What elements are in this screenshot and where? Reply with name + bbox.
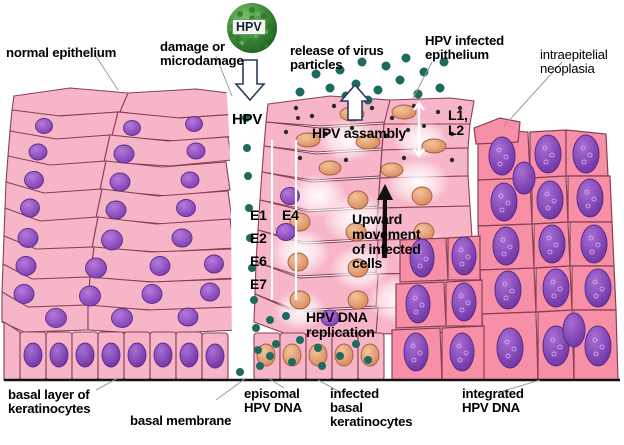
- label-capsid-genes: L1, L2: [448, 107, 468, 138]
- label-upward-movement: Upward movement of infected cells: [352, 211, 421, 272]
- label-hpv-assembly: HPV assambly: [312, 125, 407, 141]
- label-episomal-dna: episomal HPV DNA: [244, 386, 302, 415]
- intraepithelial-neoplasia-region: [391, 117, 619, 381]
- label-normal-epithelium: normal epithelium: [6, 45, 117, 60]
- normal-epithelium-region: [1, 87, 247, 381]
- release-arrow-icon: [339, 83, 371, 121]
- virion-label: HPV: [232, 19, 266, 35]
- gene-expression-guides: [270, 140, 298, 300]
- label-integrated-dna: integrated HPV DNA: [462, 386, 524, 415]
- label-basal-membrane: basal membrane: [130, 413, 232, 428]
- label-gene-e1: E1: [250, 207, 267, 223]
- label-hpv-entry: HPV: [232, 111, 263, 128]
- label-release: release of virus particles: [290, 43, 384, 72]
- label-infected-epithelium: HPV infected epithelium: [425, 33, 504, 62]
- label-gene-e4: E4: [282, 207, 299, 223]
- label-gene-e6: E6: [250, 253, 267, 269]
- l1l2-bracket-icon: [413, 100, 425, 159]
- entry-arrow-icon: [234, 59, 266, 102]
- label-basal-layer: basal layer of keratinocytes: [8, 387, 91, 416]
- leader-lines: [95, 55, 563, 401]
- label-hpv-dna-replication: HPV DNA replication: [306, 309, 375, 340]
- label-damage: damage or microdamage: [160, 39, 244, 68]
- label-gene-e7: E7: [250, 276, 267, 292]
- label-gene-e2: E2: [250, 230, 267, 246]
- virus-particles: [236, 53, 449, 376]
- label-neoplasia: intraepitelial neoplasia: [540, 47, 608, 76]
- upward-arrow-icon: [377, 184, 393, 258]
- label-infected-basal: infected basal keratinocytes: [330, 386, 413, 429]
